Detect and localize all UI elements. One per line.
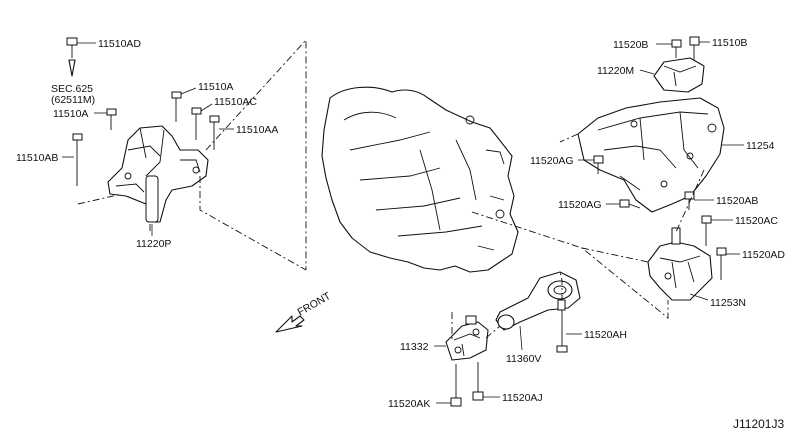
engine-mount-right-top <box>653 36 705 93</box>
label-11220P: 11220P <box>136 238 171 250</box>
label-11510A-left: 11510A <box>53 108 88 120</box>
label-11520B: 11520B <box>613 39 648 51</box>
bolt-11520AH <box>556 299 568 353</box>
label-11520AC: 11520AC <box>735 215 778 227</box>
label-11520AK: 11520AK <box>388 398 430 410</box>
bolt-11510AB <box>72 133 83 186</box>
label-11510B: 11510B <box>712 37 747 49</box>
label-11520AJ: 11520AJ <box>502 392 543 404</box>
label-11510AB: 11510AB <box>16 152 58 164</box>
bracket-11332 <box>445 315 489 361</box>
bolt-11520AK <box>450 364 462 407</box>
label-sec-line1: SEC.625 <box>51 83 93 95</box>
label-11510AD: 11510AD <box>98 38 141 50</box>
label-11520AG-1: 11520AG <box>530 155 574 167</box>
left-mount-dash-outline <box>77 38 307 271</box>
bolt-11520AG-1 <box>593 155 604 174</box>
label-11360V: 11360V <box>506 353 541 365</box>
bolt-11520AD <box>716 247 727 280</box>
label-11332: 11332 <box>400 341 429 353</box>
label-11254: 11254 <box>746 140 775 152</box>
bolt-11520AB <box>684 191 695 210</box>
label-11520AD: 11520AD <box>742 249 785 261</box>
label-11520AG-2: 11520AG <box>558 199 602 211</box>
front-label: FRONT <box>296 290 334 319</box>
label-sec-line2: (62511M) <box>51 94 95 106</box>
right-mount-dash-outline <box>471 133 705 319</box>
leader-lines <box>62 41 744 404</box>
engine-block <box>321 86 519 273</box>
diagram-code: J11201J3 <box>733 417 784 431</box>
bolt-11510A-left <box>106 108 117 130</box>
bolt-11510AA <box>209 115 220 150</box>
part-labels: 11510AD SEC.625 (62511M) 11510A 11510AC … <box>16 37 785 431</box>
bolt-11510AC <box>191 107 202 140</box>
label-11253N: 11253N <box>710 297 746 309</box>
engine-mount-right-lower <box>647 227 713 301</box>
bolt-11520AC <box>701 215 712 246</box>
bolt-11520AJ <box>472 362 484 401</box>
bolt-11510A-top <box>171 91 182 122</box>
torque-rod-11360V <box>495 271 581 331</box>
label-11510AC: 11510AC <box>214 96 257 108</box>
label-11220M: 11220M <box>597 65 634 77</box>
lower-dash-outline <box>451 271 563 340</box>
front-arrow-icon <box>275 315 305 333</box>
mounting-bracket-11254 <box>577 97 725 213</box>
bolt-11510AD <box>66 37 78 77</box>
label-11520AH: 11520AH <box>584 329 627 341</box>
engine-mount-left <box>107 125 209 223</box>
label-11520AB: 11520AB <box>716 195 758 207</box>
bolt-11520AG-2 <box>619 199 641 209</box>
label-11510A-top: 11510A <box>198 81 233 93</box>
label-11510AA: 11510AA <box>236 124 278 136</box>
